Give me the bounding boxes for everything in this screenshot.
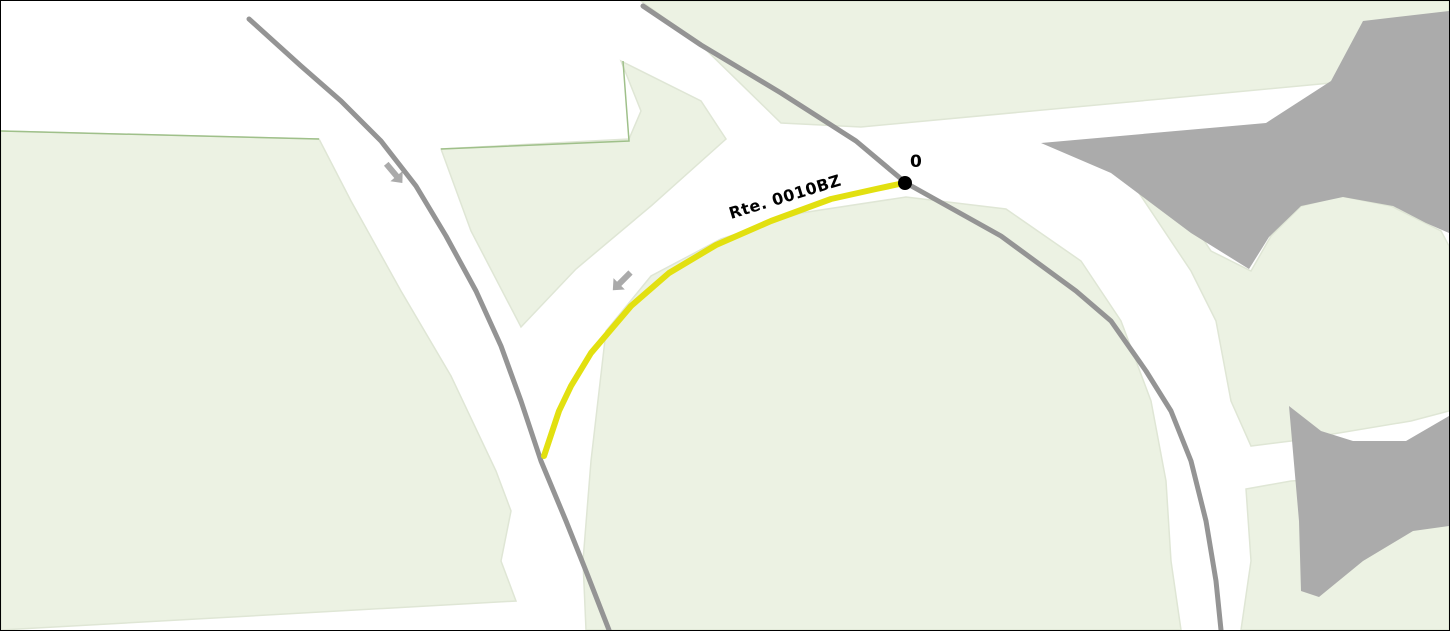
road-centerline-roundabout (640, 3, 1224, 630)
one-way-arrow-icon (612, 270, 633, 291)
parcel-boundaries (1, 60, 630, 150)
buildings (1041, 11, 1449, 597)
land-parcel-top-right (639, 1, 1449, 128)
parcel-boundary-line (440, 60, 630, 150)
land-parcel-right-upper (1128, 179, 1449, 447)
black-dot-icon[interactable] (898, 176, 912, 190)
milepost-label: 0 (910, 152, 922, 172)
parcel-boundary-line (1, 130, 320, 140)
land-parcel-left (1, 130, 518, 630)
highlighted-route[interactable] (541, 180, 907, 459)
road-centerlines (246, 3, 1224, 630)
land-parcel-roundabout-center (582, 196, 1182, 630)
road-centerline-west (246, 16, 612, 630)
land-parcel-top-middle (439, 59, 727, 329)
one-way-arrows (383, 161, 633, 291)
one-way-arrow-icon (383, 161, 403, 183)
building (1041, 11, 1449, 269)
building (1289, 406, 1449, 597)
